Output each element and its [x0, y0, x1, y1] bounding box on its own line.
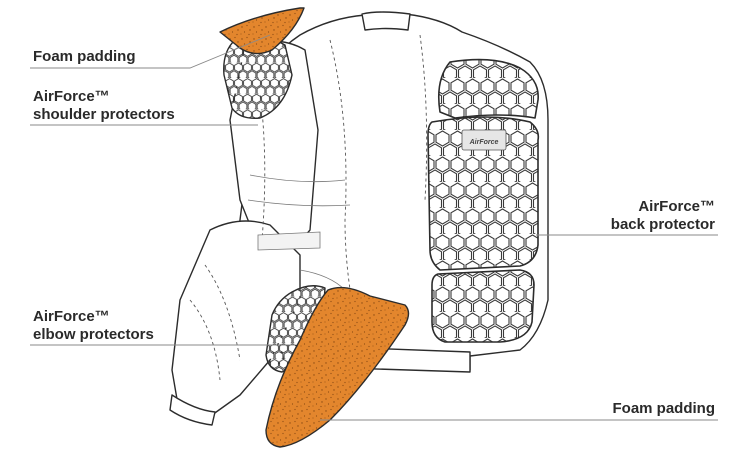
label-line: AirForce™: [33, 308, 110, 325]
label-elbow-protectors: AirForce™ elbow protectors: [33, 308, 154, 344]
label-text: Foam padding: [612, 400, 716, 417]
leader-lines: [30, 34, 718, 421]
svg-text:AirForce: AirForce: [469, 139, 499, 146]
label-line: elbow protectors: [33, 326, 154, 343]
shoulder-foam-pad: [219, 7, 305, 55]
label-line: AirForce™: [33, 88, 110, 105]
airforce-logo-icon: AirForce: [461, 129, 507, 151]
jacket-panel-lines: [247, 174, 351, 291]
label-text: Foam padding: [33, 48, 136, 65]
label-back-protector: AirForce™ back protector: [611, 198, 715, 234]
label-foam-padding-top: Foam padding: [33, 48, 136, 66]
label-line: AirForce™: [638, 198, 715, 215]
back-protector: [427, 58, 540, 343]
label-foam-padding-bottom: Foam padding: [613, 400, 716, 418]
elbow-foam-pad: [265, 286, 410, 448]
leader-foam-top: [30, 34, 271, 69]
label-line: back protector: [610, 216, 715, 233]
label-line: shoulder protectors: [33, 106, 175, 123]
label-shoulder-protectors: AirForce™ shoulder protectors: [33, 88, 175, 124]
